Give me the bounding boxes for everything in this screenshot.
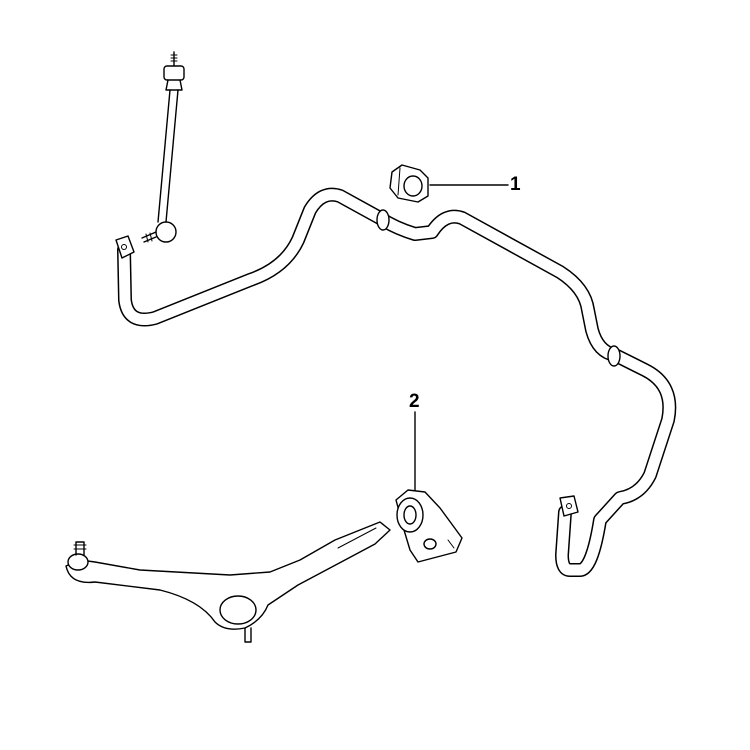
callout-1: 1 (510, 174, 521, 195)
stabilizer-bar (115, 187, 677, 577)
wishbone-rubber-mounting (395, 489, 463, 563)
callout-2: 2 (409, 391, 420, 412)
rubber-mounting-bush (389, 164, 429, 203)
wishbone (65, 521, 391, 643)
stabilizer-link (141, 51, 185, 243)
